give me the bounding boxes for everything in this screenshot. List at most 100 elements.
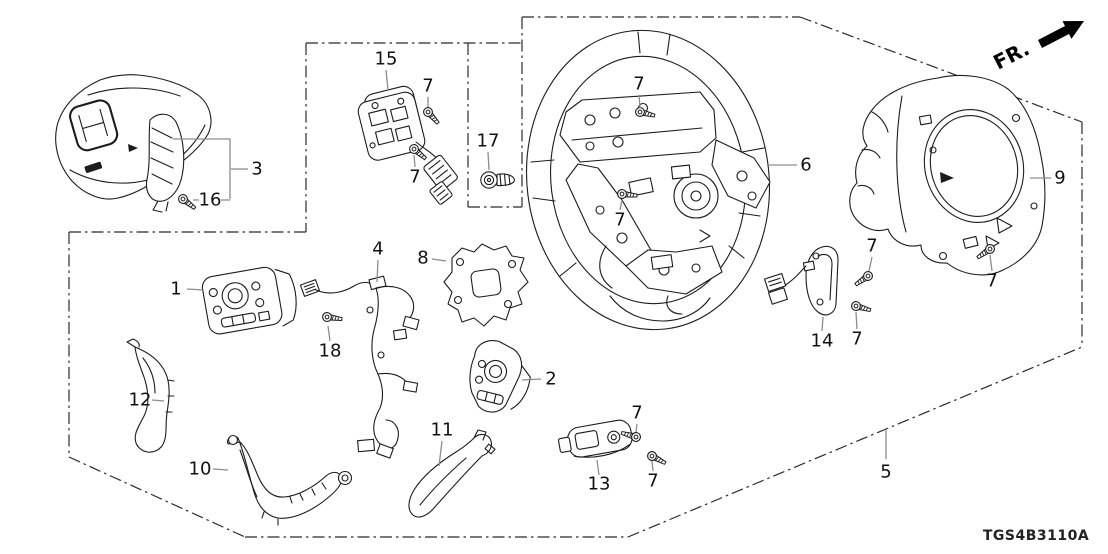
callout-16[interactable]: 16 <box>193 190 230 211</box>
callout-1[interactable]: 1 <box>170 279 205 300</box>
callout-7[interactable]: 7 <box>866 236 878 272</box>
boundary-lower-right-diagonal <box>627 346 1083 538</box>
part-number-label: 16 <box>199 190 222 211</box>
part-number-label: 1 <box>170 279 181 300</box>
callout-7[interactable]: 7 <box>631 403 643 433</box>
screw-18[interactable] <box>321 311 344 324</box>
part-number-label: 18 <box>319 341 342 362</box>
leader-line <box>596 459 600 476</box>
assembly-arrow-marker <box>940 172 954 183</box>
leader-line <box>638 94 641 109</box>
leader-line <box>376 259 379 283</box>
callout-4[interactable]: 4 <box>372 239 384 283</box>
part-2-steering-switch-right[interactable] <box>462 336 538 419</box>
boundary-top-right-diagonal <box>799 16 1083 123</box>
part-6-steering-wheel[interactable] <box>510 16 787 343</box>
leader-line <box>619 199 623 211</box>
part-8-bracket-body[interactable] <box>443 243 529 327</box>
part-13-switch-module[interactable] <box>557 418 634 462</box>
callout-7[interactable]: 7 <box>986 254 998 292</box>
part-number-label: 7 <box>986 271 997 292</box>
callout-8[interactable]: 8 <box>417 248 447 269</box>
part-drawings <box>55 16 1046 526</box>
leader-line <box>821 316 824 332</box>
fr-direction-indicator: FR. <box>989 21 1084 74</box>
part-number-label: 11 <box>431 420 454 441</box>
part-10-garnish-lower[interactable] <box>227 434 353 526</box>
part-number-label: 7 <box>409 167 420 188</box>
part-4-wire-harness[interactable] <box>299 275 420 459</box>
part-number-label: 17 <box>477 131 500 152</box>
callout-5[interactable]: 5 <box>880 430 892 483</box>
screw-7-switch15-right[interactable] <box>421 105 442 127</box>
leader-line <box>151 399 165 402</box>
callout-7[interactable]: 7 <box>614 199 626 231</box>
part-15-switch-assy[interactable] <box>355 84 459 205</box>
callout-9[interactable]: 9 <box>1030 168 1066 189</box>
screw-7-switch13-lower[interactable] <box>645 449 668 468</box>
part-number-label: 7 <box>866 236 877 257</box>
leader-line <box>868 256 873 272</box>
callout-3[interactable]: 3 <box>231 159 263 180</box>
part-number-label: 7 <box>614 210 625 231</box>
part-3-airbag-module[interactable] <box>55 74 212 213</box>
callout-6[interactable]: 6 <box>768 155 812 176</box>
leader-line <box>989 254 993 272</box>
diagram-code: TGS4B3110A <box>983 528 1089 544</box>
leader-line <box>635 423 638 433</box>
callout-13[interactable]: 13 <box>588 459 611 495</box>
part-number-label: 8 <box>417 248 428 269</box>
part-number-label: 5 <box>880 462 891 483</box>
part-number-label: 12 <box>129 390 152 411</box>
part-number-label: 7 <box>422 76 433 97</box>
part-number-label: 13 <box>588 474 611 495</box>
callout-18[interactable]: 18 <box>319 325 342 362</box>
leader-line <box>855 311 858 330</box>
callout-7[interactable]: 7 <box>851 311 863 350</box>
leader-line <box>186 288 205 291</box>
leader-line <box>487 151 490 171</box>
part-9-column-cover[interactable] <box>849 74 1046 276</box>
part-14-paddle-bracket[interactable] <box>764 245 839 316</box>
callout-12[interactable]: 12 <box>129 390 165 411</box>
leader-line <box>651 460 654 472</box>
leader-line <box>521 378 542 381</box>
screw-16[interactable] <box>176 192 199 213</box>
part-11-garnish-right[interactable] <box>408 429 496 518</box>
callout-7[interactable]: 7 <box>422 76 434 108</box>
part-number-label: 7 <box>633 74 644 95</box>
callout-2[interactable]: 2 <box>521 369 557 390</box>
part-number-label: 10 <box>189 459 212 480</box>
boundary-lower-left-diagonal <box>68 456 246 538</box>
part-number-label: 14 <box>811 331 834 352</box>
callout-11[interactable]: 11 <box>431 420 454 467</box>
callout-14[interactable]: 14 <box>811 316 834 352</box>
srs-badge <box>84 161 103 173</box>
screw-7-bracket14[interactable] <box>850 300 873 315</box>
fr-label: FR. <box>989 36 1033 74</box>
part-number-label: 6 <box>800 155 811 176</box>
callout-10[interactable]: 10 <box>189 459 229 480</box>
part-number-label: 9 <box>1054 168 1065 189</box>
callout-17[interactable]: 17 <box>477 131 500 171</box>
leader-line <box>431 258 447 262</box>
callout-7[interactable]: 7 <box>633 74 645 109</box>
callout-7[interactable]: 7 <box>409 154 421 188</box>
part-number-label: 3 <box>251 159 262 180</box>
callout-7[interactable]: 7 <box>647 460 659 492</box>
fr-arrow-icon <box>1038 21 1084 48</box>
part-number-label: 7 <box>851 329 862 350</box>
part-number-label: 7 <box>647 471 658 492</box>
part-1-steering-switch-left[interactable] <box>201 263 301 339</box>
assembly-arrow-marker <box>128 144 138 152</box>
callout-15[interactable]: 15 <box>375 49 398 91</box>
honda-logo <box>69 99 119 152</box>
part-17-bolt[interactable] <box>480 171 515 189</box>
boundary-lines <box>68 16 1083 538</box>
part-number-label: 2 <box>545 369 556 390</box>
leader-line <box>438 440 443 467</box>
screw-7-cover-left[interactable] <box>852 269 875 289</box>
